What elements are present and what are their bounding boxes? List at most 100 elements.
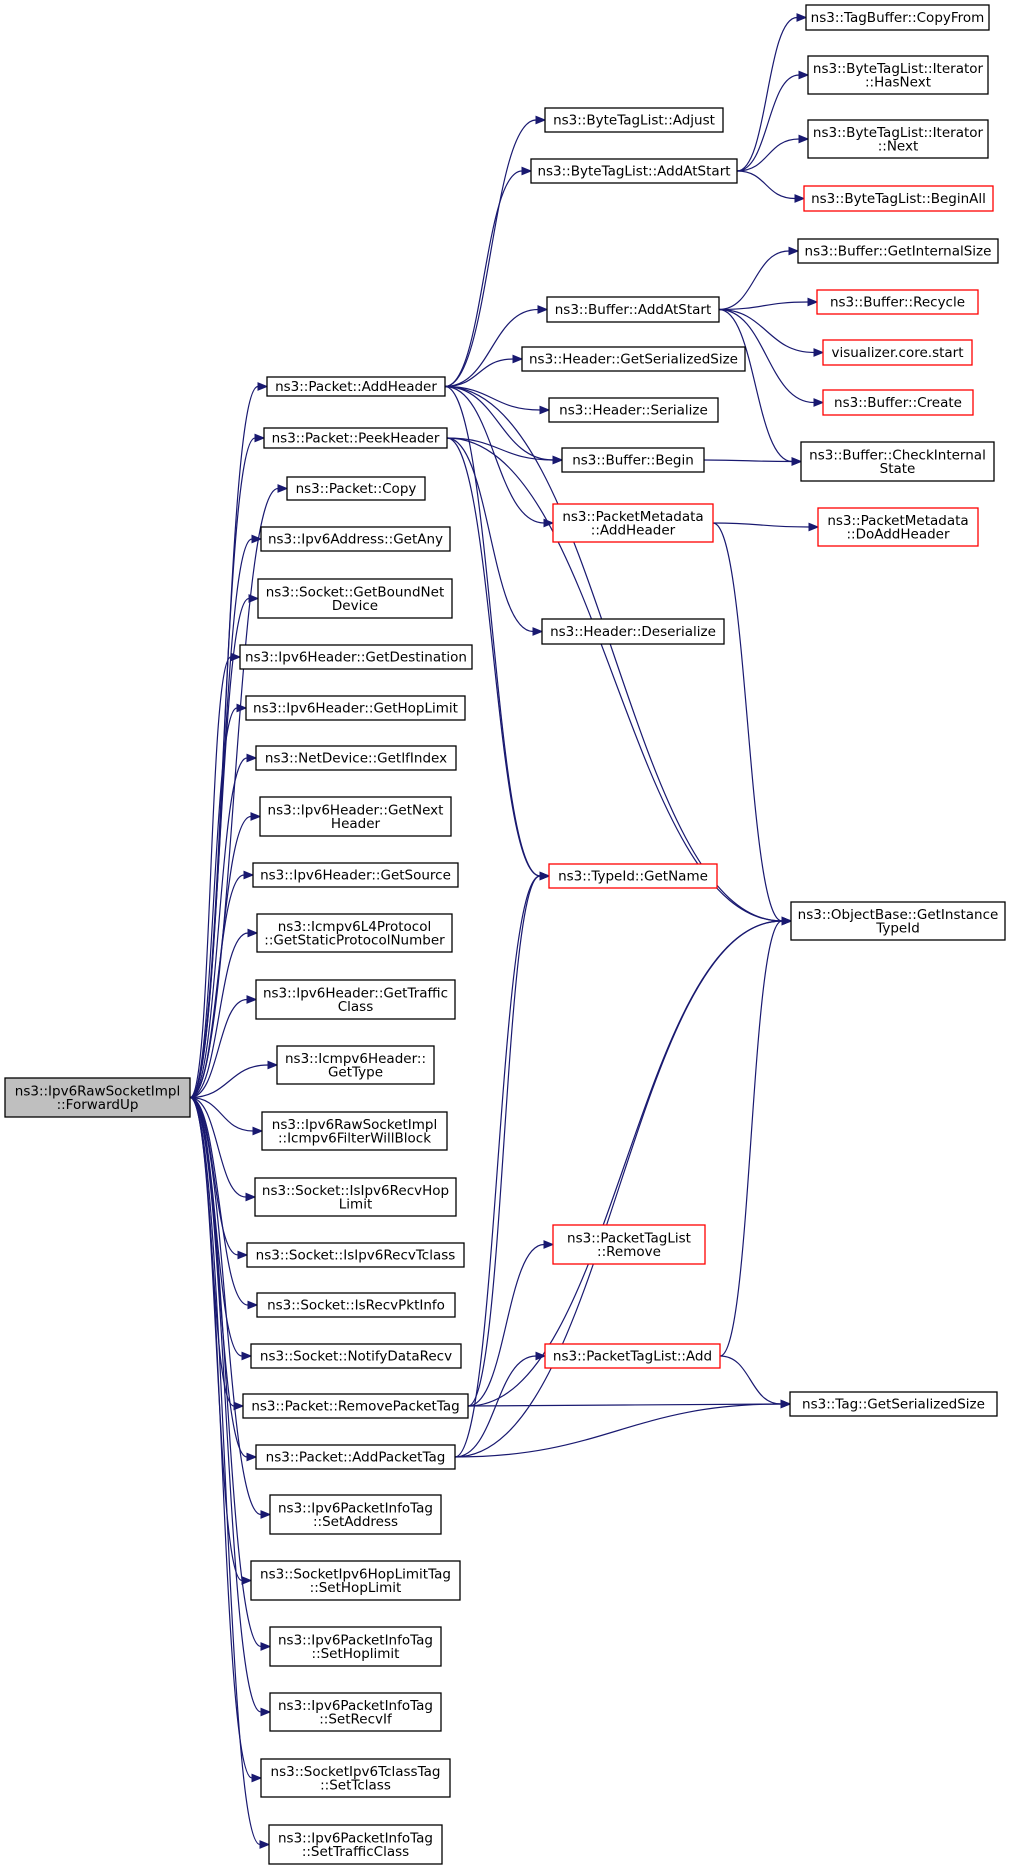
node-label: ::DoAddHeader [846,526,949,542]
node-label: ns3::ByteTagList::Iterator [813,61,984,77]
node-label: ns3::Ipv6Header::GetHopLimit [253,701,458,717]
node-bufGetInternal[interactable]: ns3::Buffer::GetInternalSize [797,238,999,264]
node-btlIterNext[interactable]: ns3::ByteTagList::Iterator::Next [807,119,989,159]
node-box [790,901,1006,941]
node-getAny[interactable]: ns3::Ipv6Address::GetAny [260,526,451,552]
node-getSource[interactable]: ns3::Ipv6Header::GetSource [252,862,459,888]
node-pmDoAddHeader[interactable]: ns3::PacketMetadata::DoAddHeader [817,507,979,547]
node-label: ns3::Ipv6PacketInfoTag [278,1698,433,1714]
node-isRecvPkt[interactable]: ns3::Socket::IsRecvPktInfo [256,1292,456,1318]
node-getHopLimit[interactable]: ns3::Ipv6Header::GetHopLimit [245,695,466,721]
node-label: ns3::ByteTagList::Adjust [553,113,715,129]
edge-root-to-getBoundNet [189,594,260,1099]
node-getDest[interactable]: ns3::Ipv6Header::GetDestination [239,644,473,670]
node-bufCreate[interactable]: ns3::Buffer::Create [822,389,974,416]
node-bufAddAtStart[interactable]: ns3::Buffer::AddAtStart [546,296,720,323]
call-edges [189,13,825,1849]
node-isRecvTclass[interactable]: ns3::Socket::IsIpv6RecvTclass [246,1242,465,1268]
node-getIfIndex[interactable]: ns3::NetDevice::GetIfIndex [255,745,457,771]
node-box [250,1343,462,1369]
node-btlAdjust[interactable]: ns3::ByteTagList::Adjust [544,107,724,133]
node-addTag[interactable]: ns3::Packet::AddPacketTag [255,1444,456,1470]
node-hdrSerialize[interactable]: ns3::Header::Serialize [548,397,719,423]
node-setHopLimit[interactable]: ns3::SocketIpv6HopLimitTag::SetHopLimit [250,1560,461,1601]
node-box [276,1045,435,1085]
node-label: ns3::Ipv6Header::GetSource [260,868,451,884]
node-vizStart[interactable]: visualizer.core.start [822,339,973,366]
node-box [797,238,999,264]
node-label: ns3::Ipv6Header::GetDestination [245,650,467,666]
node-ptlRemove[interactable]: ns3::PacketTagList::Remove [552,1224,706,1265]
node-box [805,4,990,31]
node-box [286,476,426,501]
node-setTclass[interactable]: ns3::SocketIpv6TclassTag::SetTclass [260,1758,451,1798]
node-box [817,507,979,547]
node-bufRecycle[interactable]: ns3::Buffer::Recycle [816,289,979,315]
edge-addHeader-to-btlAddAtStart [444,166,533,388]
node-notifyData[interactable]: ns3::Socket::NotifyDataRecv [250,1343,462,1369]
node-label: ns3::Buffer::Begin [572,453,694,469]
node-label: ns3::TagBuffer::CopyFrom [811,10,985,26]
node-peekHeader[interactable]: ns3::Packet::PeekHeader [263,427,448,449]
node-box [807,119,989,159]
node-label: ns3::Packet::PeekHeader [272,431,440,447]
edge-addTag-to-tagGetSize [454,1399,792,1458]
node-btlBeginAll[interactable]: ns3::ByteTagList::BeginAll [803,185,994,212]
node-box [261,1111,448,1151]
node-ptlAdd[interactable]: ns3::PacketTagList::Add [544,1343,721,1369]
node-box [530,158,738,184]
node-label: ns3::Socket::IsRecvPktInfo [267,1298,445,1314]
node-label: ns3::Packet::RemovePacketTag [251,1399,459,1415]
node-filterBlock[interactable]: ns3::Ipv6RawSocketImpl::Icmpv6FilterWill… [261,1111,448,1151]
node-icmpStatic[interactable]: ns3::Icmpv6L4Protocol::GetStaticProtocol… [256,913,453,953]
node-setRecvIf[interactable]: ns3::Ipv6PacketInfoTag::SetRecvIf [269,1692,442,1732]
node-icmpGetType[interactable]: ns3::Icmpv6Header::GetType [276,1045,435,1085]
node-btlIterHasNext[interactable]: ns3::ByteTagList::Iterator::HasNext [807,55,989,95]
node-label: ns3::Packet::AddPacketTag [266,1450,446,1466]
node-box [544,107,724,133]
node-setAddress[interactable]: ns3::Ipv6PacketInfoTag::SetAddress [269,1494,442,1535]
node-removeTag[interactable]: ns3::Packet::RemovePacketTag [242,1393,469,1419]
node-box [266,376,446,397]
edge-addHeader-to-hdrGetSize [444,354,524,388]
edge-root-to-getIfIndex [189,753,258,1099]
node-label: Device [332,598,378,614]
node-box [255,745,457,771]
node-hdrGetSize[interactable]: ns3::Header::GetSerializedSize [521,346,746,372]
edge-root-to-icmpStatic [189,928,259,1099]
node-bufBegin[interactable]: ns3::Buffer::Begin [561,447,705,473]
edge-root-to-filterBlock [189,1096,264,1136]
node-setHoplimit2[interactable]: ns3::Ipv6PacketInfoTag::SetHoplimit [269,1626,442,1667]
edge-ptlAdd-to-obGetInstance [719,916,793,1357]
edge-bufAddAtStart-to-bufCreate [718,308,825,407]
node-tbCopyFrom[interactable]: ns3::TagBuffer::CopyFrom [805,4,990,31]
node-btlAddAtStart[interactable]: ns3::ByteTagList::AddAtStart [530,158,738,184]
node-hdrDeserialize[interactable]: ns3::Header::Deserialize [541,618,725,645]
edge-btlAddAtStart-to-tbCopyFrom [736,13,808,172]
node-setTrafficClass[interactable]: ns3::Ipv6PacketInfoTag::SetTrafficClass [268,1824,443,1865]
node-box [255,979,456,1020]
node-label: Class [338,999,374,1015]
node-typeIdGetName[interactable]: ns3::TypeId::GetName [548,863,718,889]
node-label: ns3::Icmpv6Header:: [285,1051,426,1067]
node-label: ::Remove [597,1244,661,1260]
edge-peekHeader-to-hdrDeserialize [446,437,544,636]
node-tagGetSize[interactable]: ns3::Tag::GetSerializedSize [789,1391,998,1417]
node-label: ns3::Socket::GetBoundNet [266,584,445,600]
node-addHeader[interactable]: ns3::Packet::AddHeader [266,376,446,397]
node-box [544,1343,721,1369]
node-pmAddHeader[interactable]: ns3::PacketMetadata::AddHeader [552,503,714,543]
node-label: ns3::Header::Deserialize [550,624,716,640]
node-box [552,1224,706,1265]
node-label: ns3::Ipv6Header::GetNext [268,802,444,818]
node-copy[interactable]: ns3::Packet::Copy [286,476,426,501]
node-box [245,695,466,721]
function-nodes: ns3::Ipv6RawSocketImpl::ForwardUpns3::Pa… [4,4,1006,1865]
edge-pmAddHeader-to-obGetInstance [712,522,793,926]
